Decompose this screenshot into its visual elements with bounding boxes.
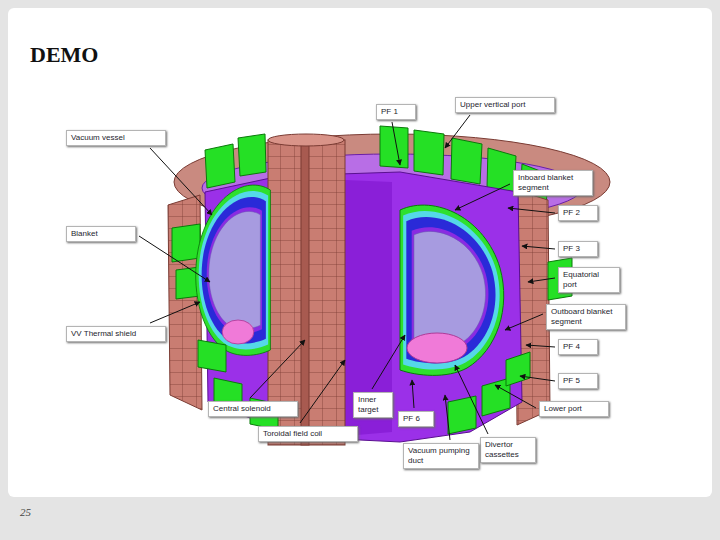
callout-box: PF 3 (558, 241, 598, 257)
leader-lines-part (445, 395, 450, 440)
central-solenoid (268, 134, 345, 445)
vacuum-vessel-body-part (345, 180, 392, 436)
leader-lines-part (445, 115, 470, 148)
leader-lines-part (139, 236, 210, 282)
callout-box: PF 6 (398, 411, 434, 427)
callout-box: Divertor cassettes (480, 437, 536, 463)
callout-box: VV Thermal shield (66, 326, 166, 342)
leader-lines-part (300, 360, 345, 423)
leader-lines-part (372, 335, 405, 389)
leader-lines-part (505, 314, 543, 330)
callout-box: PF 1 (376, 104, 416, 120)
callout-box: PF 4 (558, 339, 598, 355)
callout-box: Equatorial port (558, 267, 620, 293)
callout-label: Inner target (358, 395, 388, 415)
callout-label: Toroidal field coil (263, 429, 353, 439)
callout-label: Inboard blanket segment (518, 173, 588, 193)
callout-label: PF 6 (403, 414, 429, 424)
right-plasma-section (400, 205, 504, 375)
callout-box: Inboard blanket segment (513, 170, 593, 196)
leader-lines-part (150, 148, 212, 215)
left-plasma-section-part (202, 197, 266, 343)
callout-label: VV Thermal shield (71, 329, 161, 339)
central-solenoid-part (268, 134, 344, 146)
leader-lines-part (522, 246, 555, 249)
callout-box: PF 5 (558, 373, 598, 389)
leader-lines-part (520, 376, 555, 381)
left-plasma-section-part (196, 185, 271, 355)
upper-ports-part (238, 134, 266, 176)
right-plasma-section-part (403, 211, 499, 369)
lower-ports (198, 340, 530, 434)
right-plasma-section-part (414, 231, 486, 349)
callout-box: Outboard blanket segment (546, 304, 626, 330)
callout-label: Vacuum vessel (71, 133, 161, 143)
leader-lines-part (528, 278, 555, 282)
vacuum-vessel-body (205, 172, 522, 442)
right-plasma-section-part (407, 333, 467, 363)
callout-label: PF 5 (563, 376, 593, 386)
upper-ports-part (451, 138, 482, 184)
leader-lines-part (455, 365, 488, 434)
callout-label: Central solenoid (213, 404, 293, 414)
callout-label: PF 3 (563, 244, 593, 254)
central-solenoid-part (301, 140, 309, 445)
callout-label: Lower port (544, 404, 604, 414)
left-plasma-section-part (199, 191, 268, 349)
callout-label: PF 4 (563, 342, 593, 352)
callout-box: Inner target (353, 392, 393, 418)
lower-ports-part (448, 396, 476, 434)
callout-label: Vacuum pumping duct (408, 446, 474, 466)
leader-lines-part (455, 184, 510, 210)
callout-box: Blanket (66, 226, 136, 242)
callout-box: Vacuum pumping duct (403, 443, 479, 469)
callout-label: Blanket (71, 229, 131, 239)
callout-label: Divertor cassettes (485, 440, 531, 460)
callout-label: Outboard blanket segment (551, 307, 621, 327)
right-plasma-section-part (406, 217, 495, 363)
left-plasma-section-part (209, 211, 261, 329)
slide-panel-part (8, 8, 712, 497)
page-number: 25 (20, 506, 31, 518)
left-plasma-section (196, 185, 271, 355)
central-solenoid-part (268, 140, 345, 445)
leader-lines-part (526, 345, 555, 347)
slide-panel (8, 8, 712, 497)
callout-box: Upper vertical port (455, 97, 555, 113)
leader-lines-part (150, 302, 200, 323)
leader-lines-part (495, 385, 536, 408)
callout-label: Upper vertical port (460, 100, 550, 110)
callout-label: PF 1 (381, 107, 411, 117)
side-ports-part (172, 224, 200, 262)
leader-lines-part (508, 208, 555, 213)
vacuum-vessel-body-part (205, 172, 522, 442)
lower-ports-part (198, 340, 226, 372)
callout-label: PF 2 (563, 208, 593, 218)
leader-lines (139, 115, 555, 440)
leader-lines-part (392, 122, 400, 165)
callout-box: Central solenoid (208, 401, 298, 417)
left-plasma-section-part (207, 207, 262, 333)
lower-ports-part (506, 352, 530, 386)
upper-ports-part (414, 130, 444, 175)
callout-label: Equatorial port (563, 270, 615, 290)
upper-ports-part (205, 144, 235, 188)
leader-lines-part (412, 380, 414, 408)
leader-lines-part (250, 340, 305, 398)
callout-box: PF 2 (558, 205, 598, 221)
callout-box: Vacuum vessel (66, 130, 166, 146)
callout-box: Toroidal field coil (258, 426, 358, 442)
left-plasma-section-part (222, 320, 254, 344)
toroidal-field-coils-part (168, 195, 202, 410)
slide-title: DEMO (30, 42, 98, 68)
callout-box: Lower port (539, 401, 609, 417)
right-plasma-section-part (400, 205, 504, 375)
